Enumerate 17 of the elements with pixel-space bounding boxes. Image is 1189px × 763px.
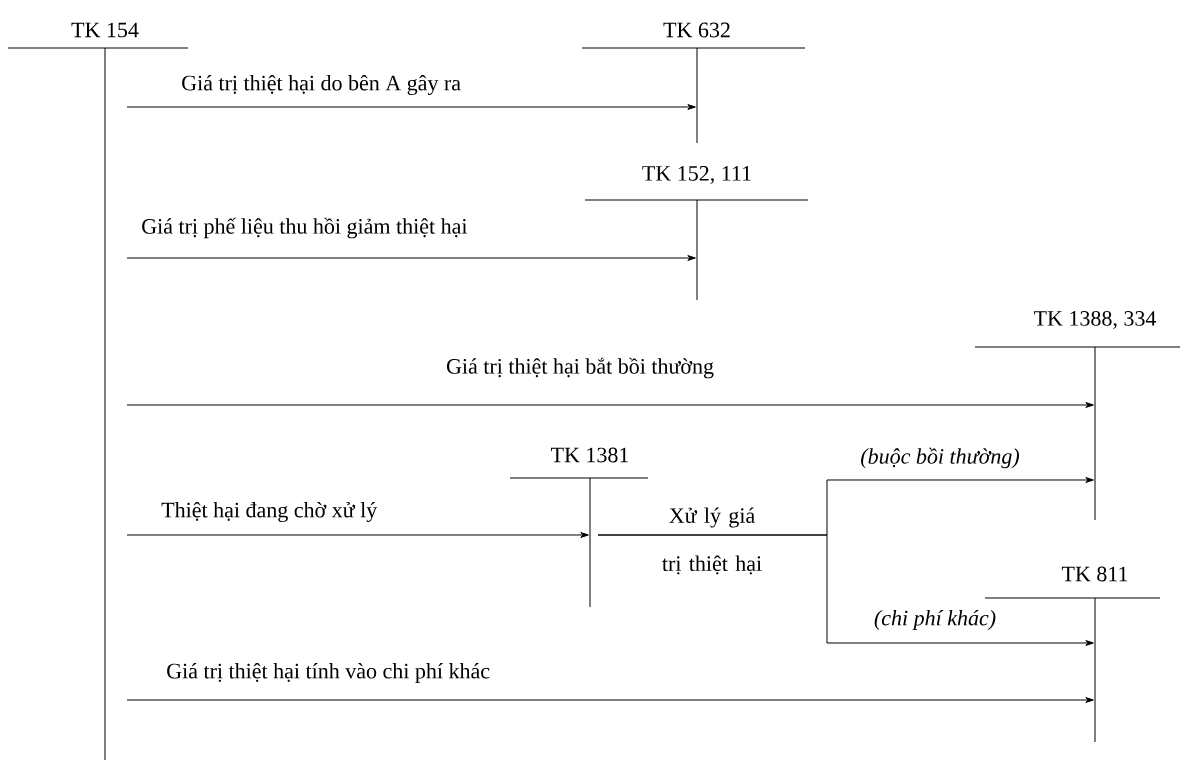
arrow [126, 697, 1094, 703]
edge-label: Giá trị phế liệu thu hồi giảm thiệt hại [142, 217, 468, 239]
arrow [126, 104, 696, 110]
edge-label: Giá trị thiệt hại do bên A gây ra [182, 74, 461, 96]
arrow [597, 534, 1094, 646]
edge-label: Thiệt hại đang chờ xử lý [161, 501, 378, 523]
t-account: TK 152, 111 [584, 166, 809, 301]
edge-label: (chi phí khác) [874, 610, 996, 630]
arrow [126, 402, 1094, 408]
t-account: TK 1381 [509, 447, 649, 608]
arrow [126, 532, 589, 538]
edge-label: Giá trị thiệt hại bắt bồi thường [446, 357, 714, 379]
note-text: Xử lý giá trị thiệt hại [662, 507, 762, 575]
arrow [126, 255, 696, 261]
edge-label: (buộc bồi thường) [861, 447, 1019, 469]
t-account: TK 632 [581, 22, 806, 144]
edge-label: Giá trị thiệt hại tính vào chi phí khác [167, 663, 490, 683]
